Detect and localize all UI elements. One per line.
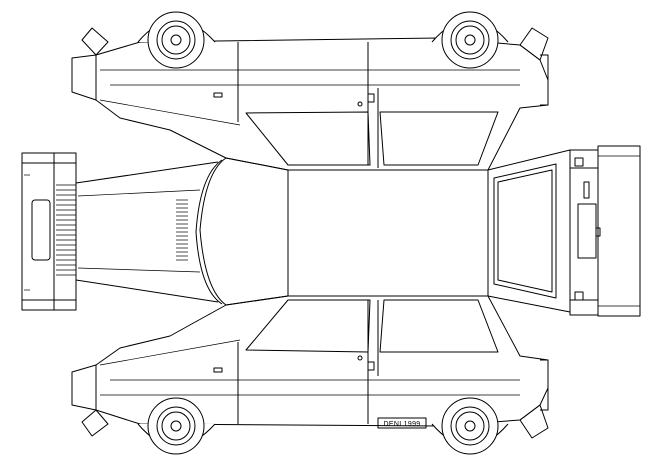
hood-panel	[75, 157, 289, 306]
hood-vent	[176, 199, 188, 261]
side-marker-bottom	[213, 367, 223, 373]
tail-light-top	[574, 157, 584, 167]
rear-wheel-top-icon	[441, 11, 499, 69]
front-grille-panel	[21, 152, 77, 311]
front-window-top	[245, 111, 371, 166]
side-marker-top	[213, 92, 223, 98]
roof-panel	[287, 169, 489, 297]
signature-plate: DENI 1999	[377, 417, 427, 429]
rear-window-bottom	[379, 299, 499, 353]
grille-bars	[56, 184, 76, 276]
rear-window	[497, 169, 553, 293]
rear-wheel-bottom-icon	[441, 397, 499, 455]
tail-light-bottom	[574, 291, 584, 301]
rear-end-panel	[569, 145, 641, 317]
front-plate	[31, 199, 51, 261]
side-panel-bottom: DENI 1999	[71, 295, 549, 455]
front-wheel-top-icon	[147, 11, 205, 69]
lock-slot	[583, 181, 590, 199]
side-panel-top	[71, 11, 549, 171]
front-window-bottom	[245, 299, 371, 353]
rear-plate	[577, 203, 597, 259]
signature-text: DENI 1999	[384, 421, 421, 428]
rear-window-top	[379, 111, 499, 166]
front-wheel-bottom-icon	[147, 397, 205, 455]
rear-hatch-panel	[487, 149, 571, 313]
